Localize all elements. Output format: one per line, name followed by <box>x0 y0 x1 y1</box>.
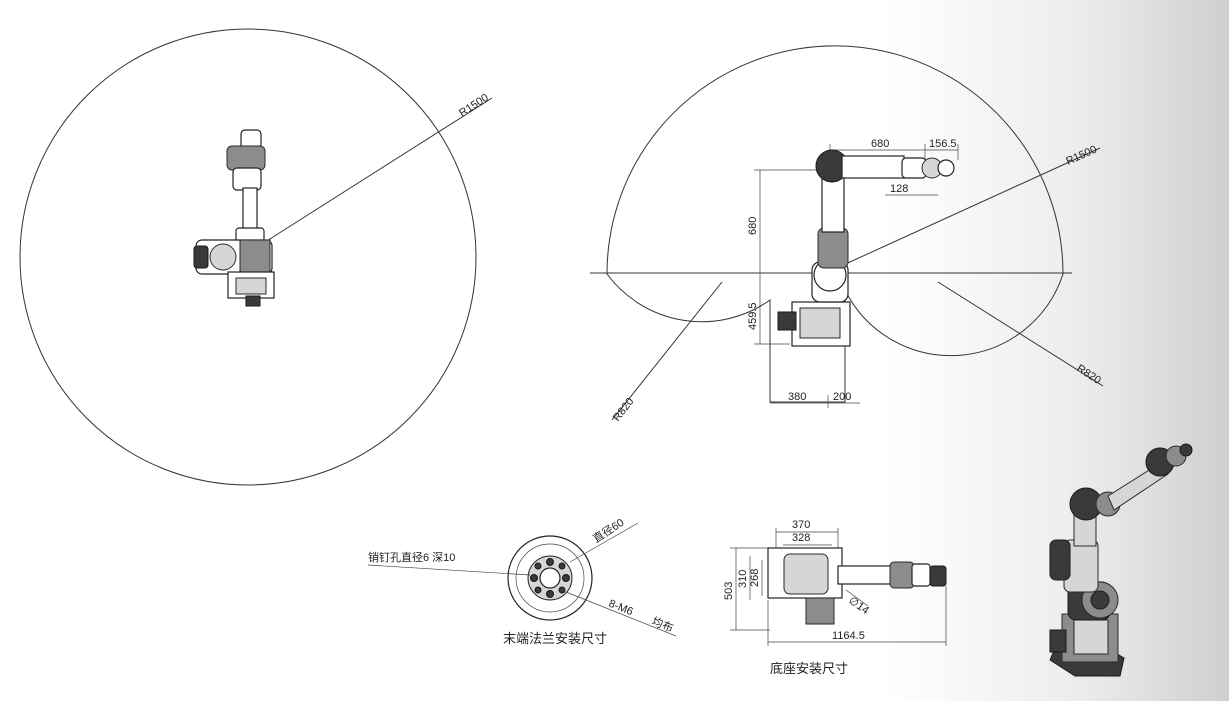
dim-370: 370 <box>792 519 810 531</box>
flange-view: 销钉孔直径6 深10 直径60 8-M6 均布 末端法兰安装尺寸 <box>367 515 677 646</box>
dim-328: 328 <box>792 532 810 544</box>
side-view-left-radius-label: R820 <box>611 396 637 424</box>
dim-680-vertical: 680 <box>747 217 759 235</box>
base-caption: 底座安装尺寸 <box>770 661 848 676</box>
top-view-radius-label: R1500 <box>457 92 491 120</box>
side-view: R1500 R820 R820 680 156.5 128 680 459.5 … <box>590 45 1104 424</box>
diameter-60-label: 直径60 <box>590 515 626 545</box>
dim-310: 310 <box>737 570 749 588</box>
dim-380: 380 <box>788 391 806 403</box>
dim-128: 128 <box>890 183 908 195</box>
top-view: R1500 <box>19 28 493 486</box>
flange-caption: 末端法兰安装尺寸 <box>503 631 607 646</box>
dim-200: 200 <box>833 391 851 403</box>
dim-680-horizontal: 680 <box>871 138 889 150</box>
dim-156-5: 156.5 <box>929 138 957 150</box>
dim-1164-5: 1164.5 <box>832 630 865 642</box>
side-view-robot <box>777 149 955 347</box>
top-view-radius-line <box>261 97 493 245</box>
side-view-workspace-boundary <box>606 45 1064 403</box>
base-view: ∅14 370 328 503 310 268 1164.5 底座安装尺寸 <box>723 519 947 676</box>
thread-8-m6-label: 8-M6 <box>607 598 635 619</box>
side-view-reach-radius-label: R1500 <box>1064 144 1098 168</box>
hole-diameter-label: ∅14 <box>846 595 871 617</box>
side-view-right-radius-label: R820 <box>1074 362 1103 386</box>
side-view-left-radius-line <box>611 281 723 421</box>
dim-503: 503 <box>723 582 735 600</box>
dim-459-5: 459.5 <box>747 302 759 330</box>
side-view-right-radius-line <box>937 281 1104 387</box>
distribution-label: 均布 <box>650 615 675 635</box>
side-view-reach-radius-line <box>827 147 1101 273</box>
dim-268: 268 <box>749 569 761 587</box>
top-view-workspace-circle <box>19 28 477 486</box>
top-view-robot <box>193 129 275 307</box>
pin-hole-label: 销钉孔直径6 深10 <box>368 550 455 564</box>
robot-arm-3d-render <box>1049 443 1193 677</box>
